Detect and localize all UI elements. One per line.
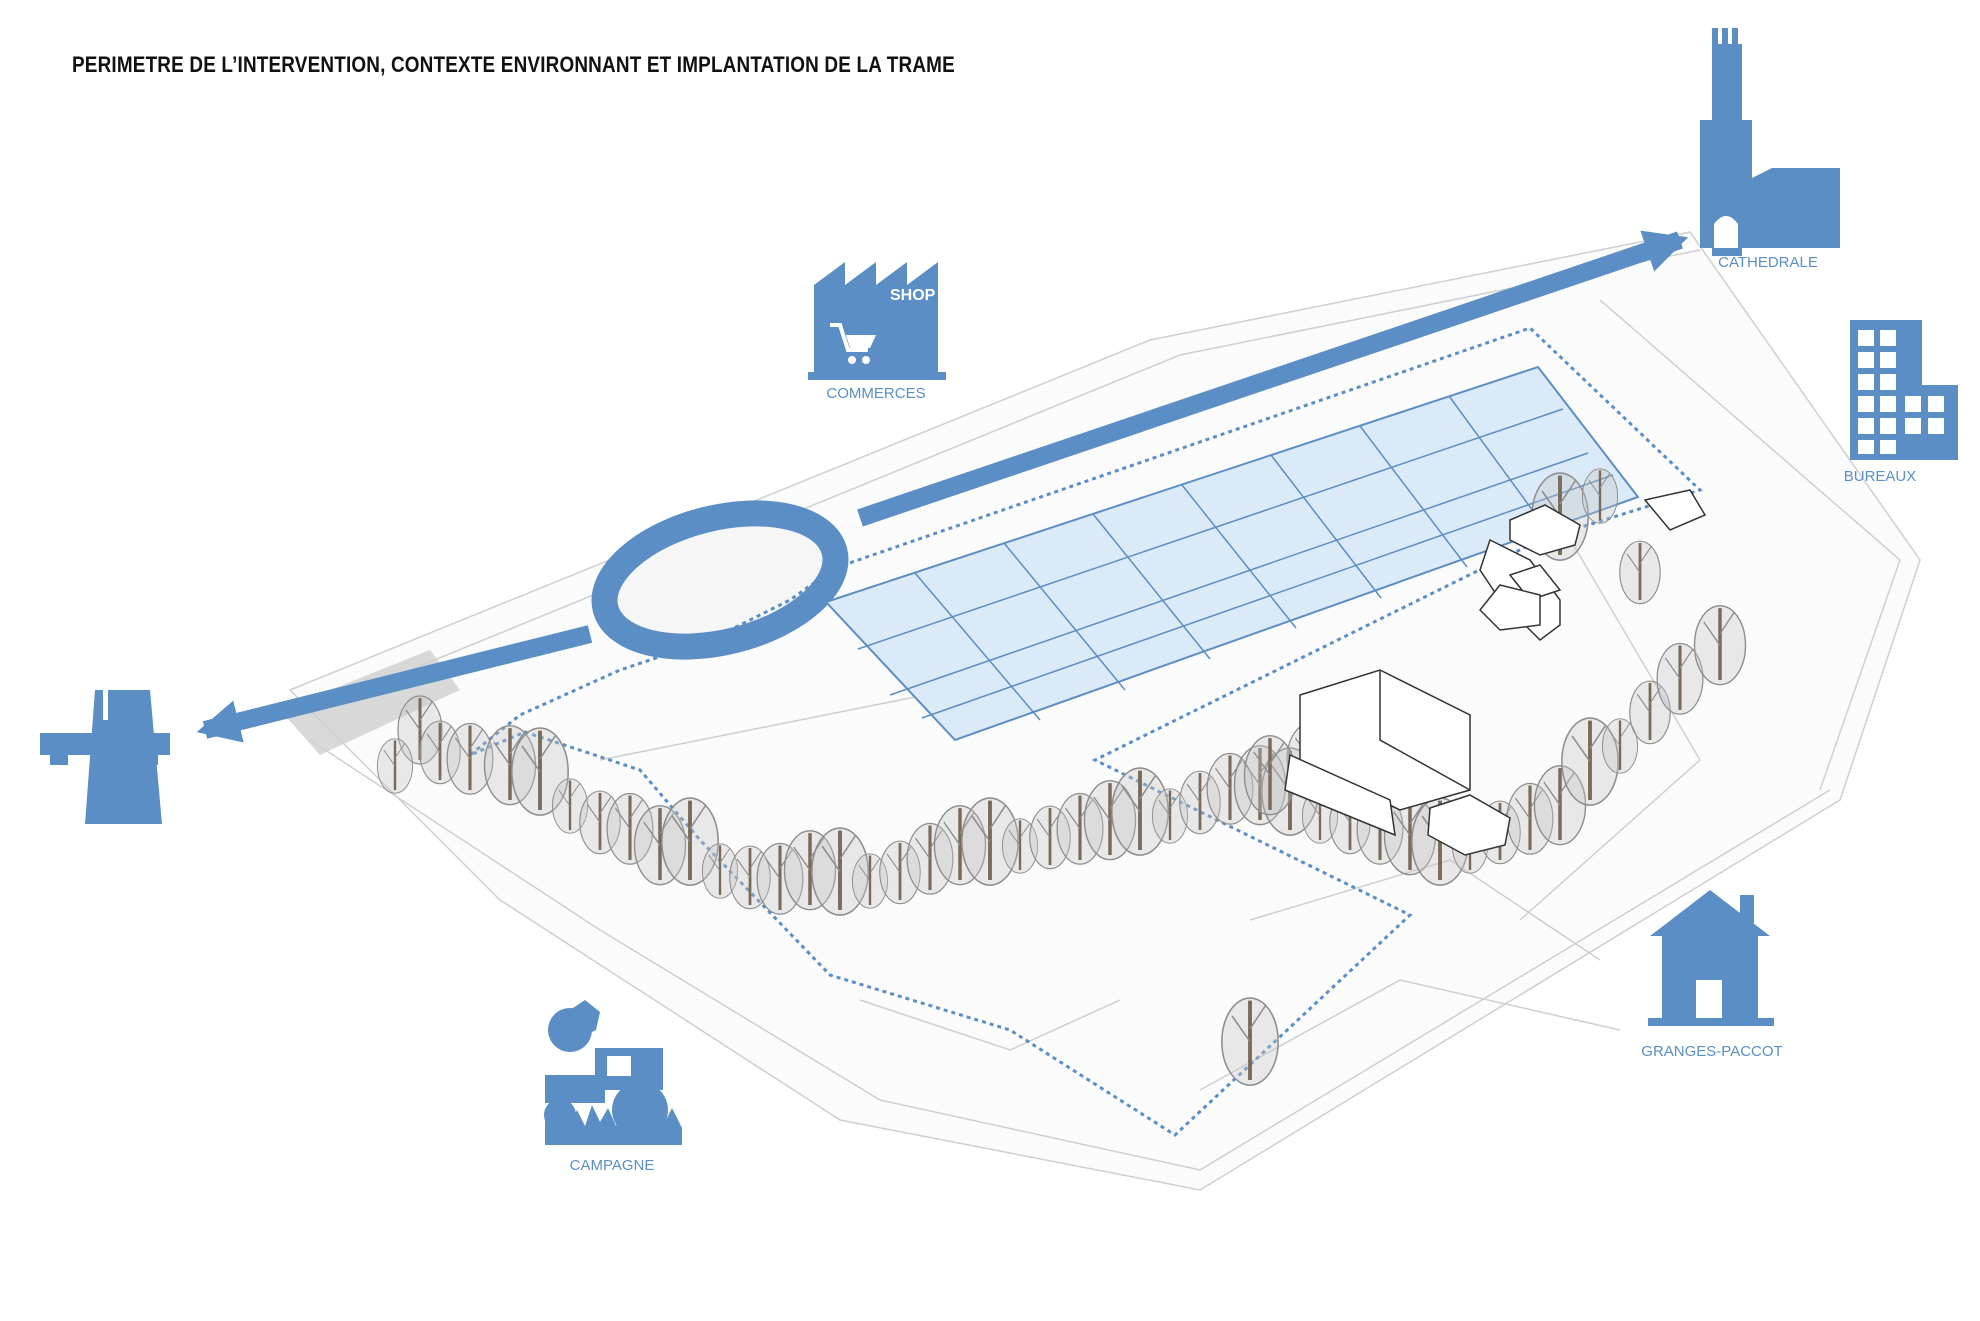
tree <box>1693 605 1747 686</box>
tree <box>1533 765 1587 846</box>
highway-icon <box>40 690 170 824</box>
bureaux-label: BUREAUX <box>1844 468 1917 485</box>
tree <box>1619 540 1661 605</box>
tree <box>606 792 654 865</box>
tree <box>1179 770 1221 835</box>
factory-shop-icon <box>808 262 946 380</box>
tree <box>783 830 837 911</box>
campagne-label: CAMPAGNE <box>570 1157 655 1174</box>
tree <box>1561 717 1619 806</box>
tree <box>633 805 687 886</box>
tree <box>1001 818 1039 874</box>
tree <box>419 720 461 785</box>
main-road <box>196 230 1689 743</box>
tree <box>579 790 621 855</box>
diagram-title: PERIMETRE DE L’INTERVENTION, CONTEXTE EN… <box>72 52 955 77</box>
tree <box>879 840 921 905</box>
existing-buildings <box>1284 489 1707 856</box>
tree <box>1221 997 1279 1086</box>
tree <box>1083 780 1137 861</box>
tree <box>1029 805 1071 870</box>
cathedral-icon <box>1700 28 1840 256</box>
tree <box>661 797 719 886</box>
intervention-perimeter <box>469 326 1703 1137</box>
granges-label: GRANGES-PACCOT <box>1641 1043 1782 1060</box>
tree <box>1383 795 1437 876</box>
tree <box>1151 788 1189 844</box>
tree <box>551 778 589 834</box>
tree <box>756 842 804 915</box>
tree <box>961 797 1019 886</box>
roundabout <box>591 500 849 660</box>
tree <box>1111 767 1169 856</box>
tree <box>1506 782 1554 855</box>
shop-label: SHOP <box>890 287 936 304</box>
tree <box>1656 642 1704 715</box>
tree <box>701 843 739 899</box>
office-windows <box>1858 330 1944 454</box>
tractor-sun-icon <box>544 1000 682 1145</box>
tree <box>1243 735 1297 816</box>
cathedrale-label: CATHEDRALE <box>1718 254 1818 271</box>
tree <box>1601 718 1639 774</box>
tree <box>376 738 414 794</box>
site-grid <box>824 365 1640 742</box>
tree <box>1581 468 1619 524</box>
tree <box>906 822 954 895</box>
tree <box>446 722 494 795</box>
tree <box>483 725 537 806</box>
house-icon <box>1648 890 1774 1026</box>
tree <box>933 805 987 886</box>
commerces-label: COMMERCES <box>826 385 925 402</box>
tree <box>851 853 889 909</box>
